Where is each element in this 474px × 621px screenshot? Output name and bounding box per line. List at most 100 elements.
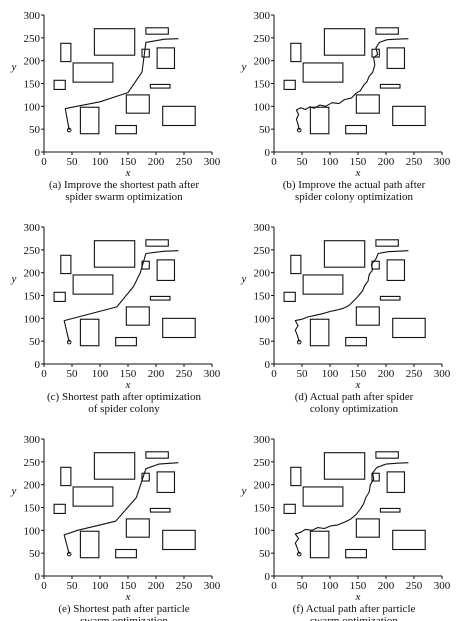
obstacle-rect bbox=[145, 27, 169, 35]
y-tick-label: 0 bbox=[35, 571, 41, 583]
obstacle-rect bbox=[323, 240, 366, 268]
planned-path bbox=[64, 38, 179, 131]
panel-caption-line: swarm optimization bbox=[310, 615, 398, 621]
x-tick-label: 300 bbox=[434, 580, 451, 592]
x-axis-label: x bbox=[355, 167, 361, 179]
y-tick-label: 100 bbox=[254, 313, 271, 325]
obstacle-rect bbox=[79, 106, 100, 135]
x-tick-label: 300 bbox=[434, 368, 451, 380]
obstacle-rect bbox=[162, 529, 196, 551]
x-axis-label: x bbox=[355, 591, 361, 603]
obstacle-rect bbox=[392, 105, 426, 127]
y-axis-label: y bbox=[241, 61, 247, 73]
obstacle-rect bbox=[283, 503, 296, 514]
obstacle-rect bbox=[53, 291, 66, 302]
obstacle-rect bbox=[283, 79, 296, 90]
obstacle-rect bbox=[371, 48, 380, 58]
x-tick-label: 200 bbox=[148, 156, 165, 168]
x-tick-label: 0 bbox=[41, 156, 47, 168]
y-tick-label: 100 bbox=[254, 101, 271, 113]
obstacle-rect bbox=[375, 27, 399, 35]
obstacle-rect bbox=[93, 28, 136, 56]
y-tick-label: 150 bbox=[254, 79, 271, 91]
start-point-marker bbox=[296, 339, 302, 345]
y-tick-label: 0 bbox=[265, 571, 271, 583]
obstacle-rect bbox=[345, 124, 367, 135]
panel-caption-line: (d) Actual path after spider bbox=[295, 391, 414, 403]
y-tick-label: 300 bbox=[254, 222, 271, 234]
obstacle-rect bbox=[93, 240, 136, 268]
x-tick-label: 100 bbox=[92, 580, 109, 592]
y-tick-label: 250 bbox=[254, 33, 271, 45]
x-tick-label: 250 bbox=[406, 580, 423, 592]
obstacle-rect bbox=[392, 529, 426, 551]
x-tick-label: 150 bbox=[120, 156, 137, 168]
y-tick-label: 300 bbox=[24, 10, 41, 22]
obstacle-rect bbox=[345, 336, 367, 347]
obstacle-rect bbox=[115, 336, 137, 347]
obstacle-rect bbox=[156, 471, 176, 493]
start-point-marker bbox=[296, 127, 302, 133]
x-tick-label: 300 bbox=[204, 580, 221, 592]
x-tick-label: 0 bbox=[41, 368, 47, 380]
obstacle-rect bbox=[115, 124, 137, 135]
y-tick-label: 300 bbox=[254, 10, 271, 22]
obstacle-rect bbox=[53, 503, 66, 514]
y-tick-label: 50 bbox=[259, 336, 271, 348]
y-tick-label: 200 bbox=[24, 56, 41, 68]
obstacle-rect bbox=[302, 274, 344, 295]
y-axis-label: y bbox=[241, 485, 247, 497]
obstacle-rect bbox=[392, 317, 426, 339]
x-tick-label: 250 bbox=[176, 368, 193, 380]
y-tick-label: 200 bbox=[24, 268, 41, 280]
obstacle-rect bbox=[125, 518, 150, 538]
y-tick-label: 0 bbox=[35, 147, 41, 159]
x-tick-label: 150 bbox=[350, 580, 367, 592]
y-axis-label: y bbox=[241, 273, 247, 285]
obstacle-rect bbox=[375, 451, 399, 459]
x-tick-label: 100 bbox=[322, 156, 339, 168]
x-tick-label: 0 bbox=[41, 580, 47, 592]
y-tick-label: 200 bbox=[254, 480, 271, 492]
x-tick-label: 200 bbox=[378, 156, 395, 168]
x-tick-label: 200 bbox=[148, 580, 165, 592]
x-tick-label: 250 bbox=[176, 580, 193, 592]
obstacle-rect bbox=[379, 83, 401, 89]
obstacle-rect bbox=[386, 471, 406, 493]
x-tick-label: 50 bbox=[67, 156, 79, 168]
obstacle-rect bbox=[386, 259, 406, 281]
x-tick-label: 50 bbox=[67, 368, 79, 380]
x-tick-label: 250 bbox=[406, 156, 423, 168]
x-tick-label: 100 bbox=[322, 580, 339, 592]
start-point-marker bbox=[66, 339, 72, 345]
x-tick-label: 200 bbox=[148, 368, 165, 380]
obstacle-rect bbox=[79, 530, 100, 559]
y-tick-label: 150 bbox=[24, 79, 41, 91]
y-tick-label: 300 bbox=[254, 434, 271, 446]
planned-path bbox=[63, 250, 179, 343]
planned-path bbox=[294, 250, 409, 343]
obstacle-rect bbox=[302, 62, 344, 83]
obstacle-rect bbox=[125, 306, 150, 326]
y-tick-label: 50 bbox=[259, 548, 271, 560]
obstacle-rect bbox=[375, 239, 399, 247]
x-tick-label: 250 bbox=[406, 368, 423, 380]
panel-caption-line: (a) Improve the shortest path after bbox=[49, 179, 199, 191]
y-tick-label: 100 bbox=[24, 101, 41, 113]
x-axis-label: x bbox=[125, 167, 131, 179]
obstacle-rect bbox=[162, 317, 196, 339]
x-tick-label: 100 bbox=[92, 156, 109, 168]
obstacle-rect bbox=[156, 47, 176, 69]
y-tick-label: 300 bbox=[24, 434, 41, 446]
x-tick-label: 50 bbox=[297, 156, 309, 168]
obstacle-rect bbox=[79, 318, 100, 347]
panel-caption-line: spider colony optimization bbox=[295, 191, 413, 203]
obstacle-rect bbox=[379, 507, 401, 513]
panel-caption-line: of spider colony bbox=[88, 403, 160, 415]
y-tick-label: 0 bbox=[265, 147, 271, 159]
y-tick-label: 150 bbox=[24, 291, 41, 303]
y-tick-label: 0 bbox=[265, 359, 271, 371]
